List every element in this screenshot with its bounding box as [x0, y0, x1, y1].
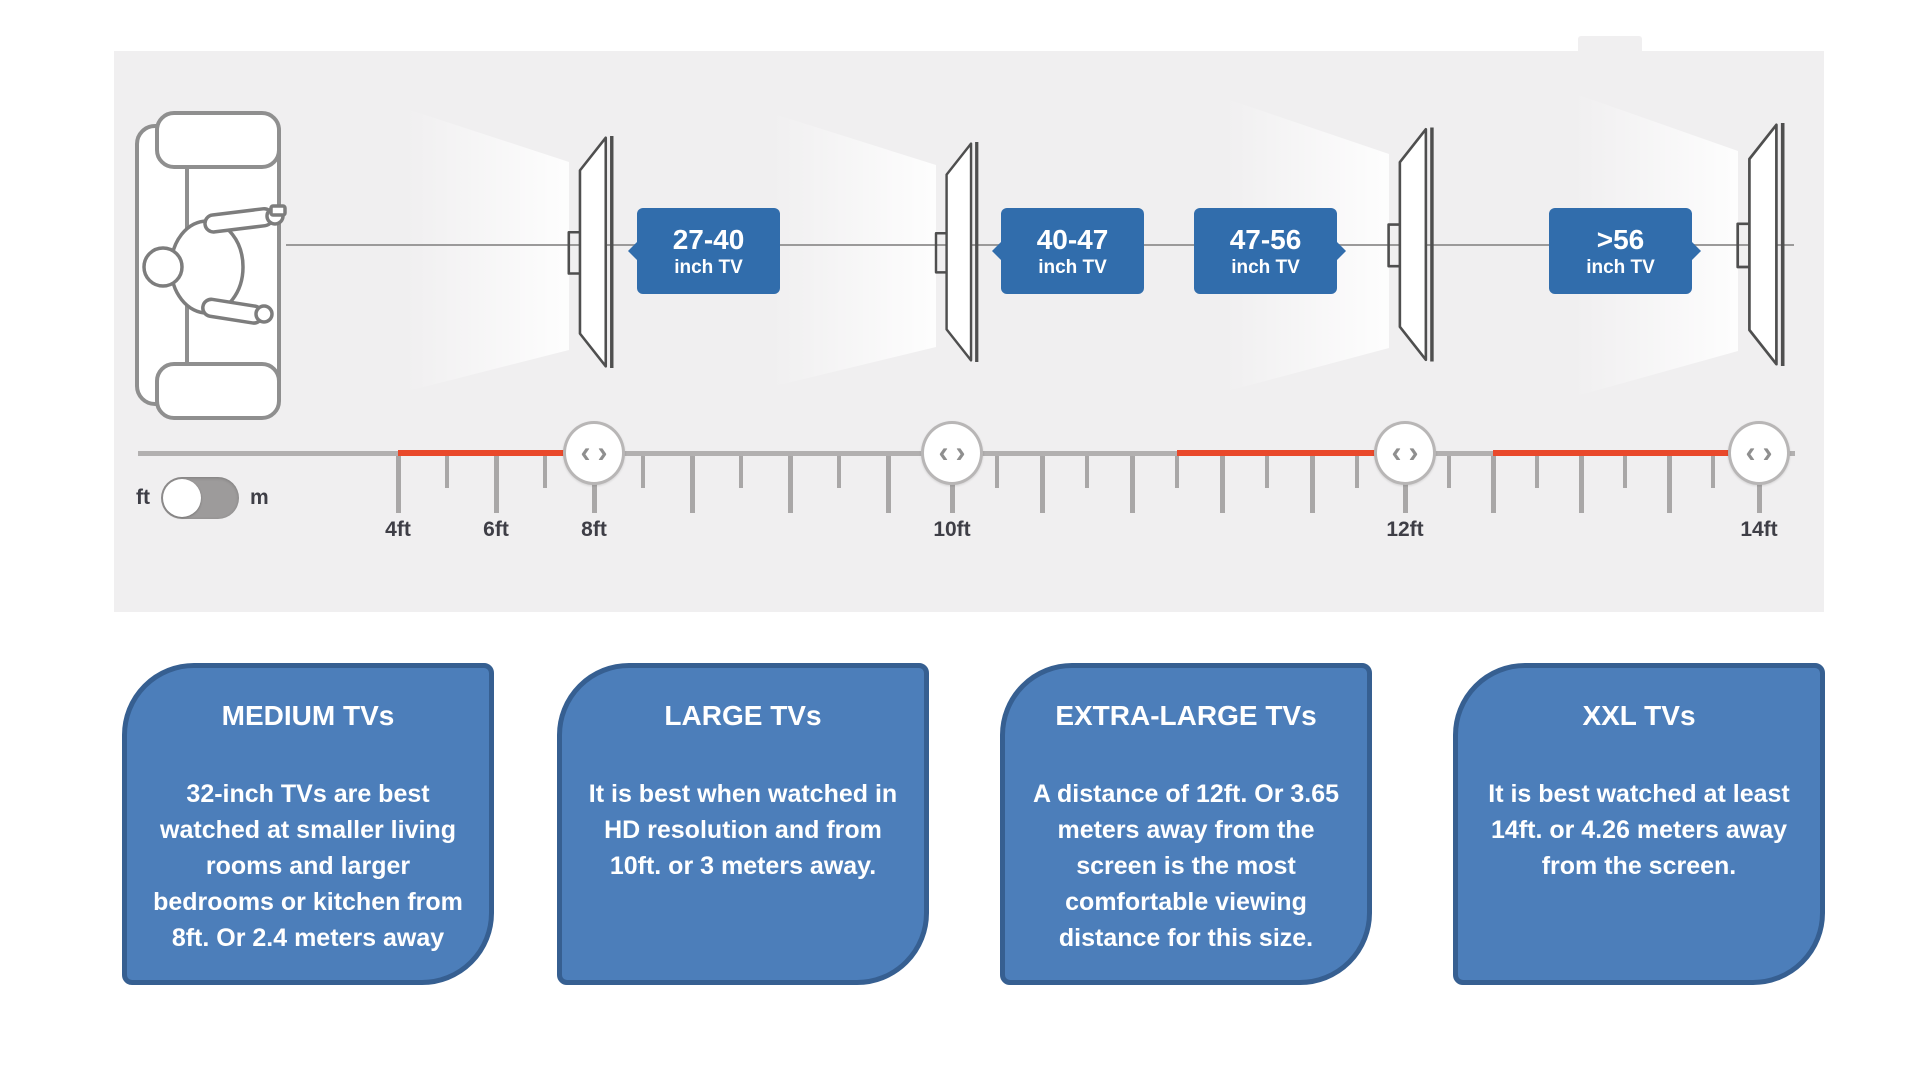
ruler-tick — [1085, 456, 1089, 488]
ruler-tick — [1355, 456, 1359, 488]
tv-size-range: 27-40 — [672, 223, 745, 255]
toggle-knob[interactable] — [163, 479, 201, 517]
card-title: XXL TVs — [1582, 700, 1696, 731]
ruler-tick — [1175, 456, 1179, 488]
ruler-tick-label: 14ft — [1740, 518, 1778, 541]
highlight-range-bar — [398, 450, 594, 456]
ruler-tick-label: 8ft — [581, 518, 607, 541]
ruler-tick — [788, 456, 793, 513]
ruler-tick — [1130, 456, 1135, 513]
ruler-tick — [1040, 456, 1045, 513]
slider-handle[interactable]: ‹› — [1374, 421, 1436, 485]
ruler-tick — [396, 456, 401, 513]
ruler-tick — [690, 456, 695, 513]
handle-chevron-icon: › — [1408, 436, 1419, 469]
card-large-tvs: LARGE TVs It is best when watched in HD … — [557, 663, 929, 985]
handle-chevron-icon: › — [955, 436, 966, 469]
card-title: MEDIUM TVs — [221, 700, 395, 731]
tv-size-unit: inch TV — [1231, 256, 1300, 278]
ruler-tick — [1265, 456, 1269, 488]
handle-chevron-icon: ‹ — [1745, 436, 1756, 469]
tv-size-label-27-40: 27-40 inch TV — [628, 208, 780, 294]
handle-chevron-icon: ‹ — [580, 436, 591, 469]
ruler-tick — [995, 456, 999, 488]
tv-glow — [404, 108, 569, 392]
couch-person-illustration — [135, 111, 287, 420]
tv-size-label-47-56: 47-56 inch TV — [1194, 208, 1346, 294]
unit-label-ft: ft — [136, 486, 150, 509]
ruler-tick — [1535, 456, 1539, 488]
ruler-tick — [837, 456, 841, 488]
ruler-tick — [1667, 456, 1672, 513]
ruler-tick — [641, 456, 645, 488]
ruler-tick — [445, 456, 449, 488]
handle-chevron-icon: ‹ — [1391, 436, 1402, 469]
unit-toggle-switch[interactable] — [161, 477, 239, 519]
tv-size-range: 40-47 — [1036, 223, 1109, 255]
unit-toggle[interactable]: ft m — [136, 477, 269, 519]
ruler-tick — [1579, 456, 1584, 513]
card-body: 32-inch TVs are best watched at smaller … — [153, 780, 463, 952]
tv-40-47-icon — [933, 142, 983, 362]
card-medium-tvs: MEDIUM TVs 32-inch TVs are best watched … — [122, 663, 494, 985]
handle-chevron-icon: › — [1762, 436, 1773, 469]
panel-corner-tab — [1578, 36, 1642, 64]
tv-size-unit: inch TV — [1586, 256, 1655, 278]
tv-size-unit: inch TV — [1038, 256, 1107, 278]
tv-size-range: >56 — [1596, 223, 1645, 255]
tv-size-unit: inch TV — [674, 256, 743, 278]
ruler-tick — [886, 456, 891, 513]
ruler-tick-label: 6ft — [483, 518, 509, 541]
ruler-tick — [1623, 456, 1627, 488]
handle-chevron-icon: › — [597, 436, 608, 469]
handle-chevron-icon: ‹ — [938, 436, 949, 469]
tv-glow — [771, 113, 936, 387]
card-xxl-tvs: XXL TVs It is best watched at least 14ft… — [1453, 663, 1825, 985]
ruler-tick — [494, 456, 499, 513]
card-body: It is best when watched in HD resolution… — [588, 780, 898, 880]
ruler-tick-label: 12ft — [1386, 518, 1424, 541]
slider-handle[interactable]: ‹› — [921, 421, 983, 485]
tv-over-56-icon — [1735, 114, 1789, 375]
slider-handle[interactable]: ‹› — [1728, 421, 1790, 485]
ruler-tick — [1220, 456, 1225, 513]
highlight-range-bar — [1493, 450, 1759, 456]
ruler-tick — [543, 456, 547, 488]
card-body: It is best watched at least 14ft. or 4.2… — [1488, 780, 1790, 880]
card-title: EXTRA-LARGE TVs — [1055, 700, 1317, 731]
card-body: A distance of 12ft. Or 3.65 meters away … — [1032, 780, 1340, 952]
ruler-tick — [1711, 456, 1715, 488]
card-extra-large-tvs: EXTRA-LARGE TVs A distance of 12ft. Or 3… — [1000, 663, 1372, 985]
slider-handle[interactable]: ‹› — [563, 421, 625, 485]
tv-47-56-icon — [1386, 121, 1438, 368]
highlight-range-bar — [1177, 450, 1405, 456]
tv-27-40-icon — [566, 136, 618, 368]
unit-label-m: m — [250, 486, 269, 509]
tv-size-label-over-56: >56 inch TV — [1549, 208, 1701, 294]
ruler-tick-label: 4ft — [385, 518, 411, 541]
ruler-tick — [1491, 456, 1496, 513]
ruler-tick — [1310, 456, 1315, 513]
ruler-tick-label: 10ft — [933, 518, 971, 541]
card-title: LARGE TVs — [664, 700, 822, 731]
ruler-tick — [1447, 456, 1451, 488]
tv-size-label-40-47: 40-47 inch TV — [992, 208, 1144, 294]
ruler-tick — [739, 456, 743, 488]
tv-size-range: 47-56 — [1229, 223, 1302, 255]
